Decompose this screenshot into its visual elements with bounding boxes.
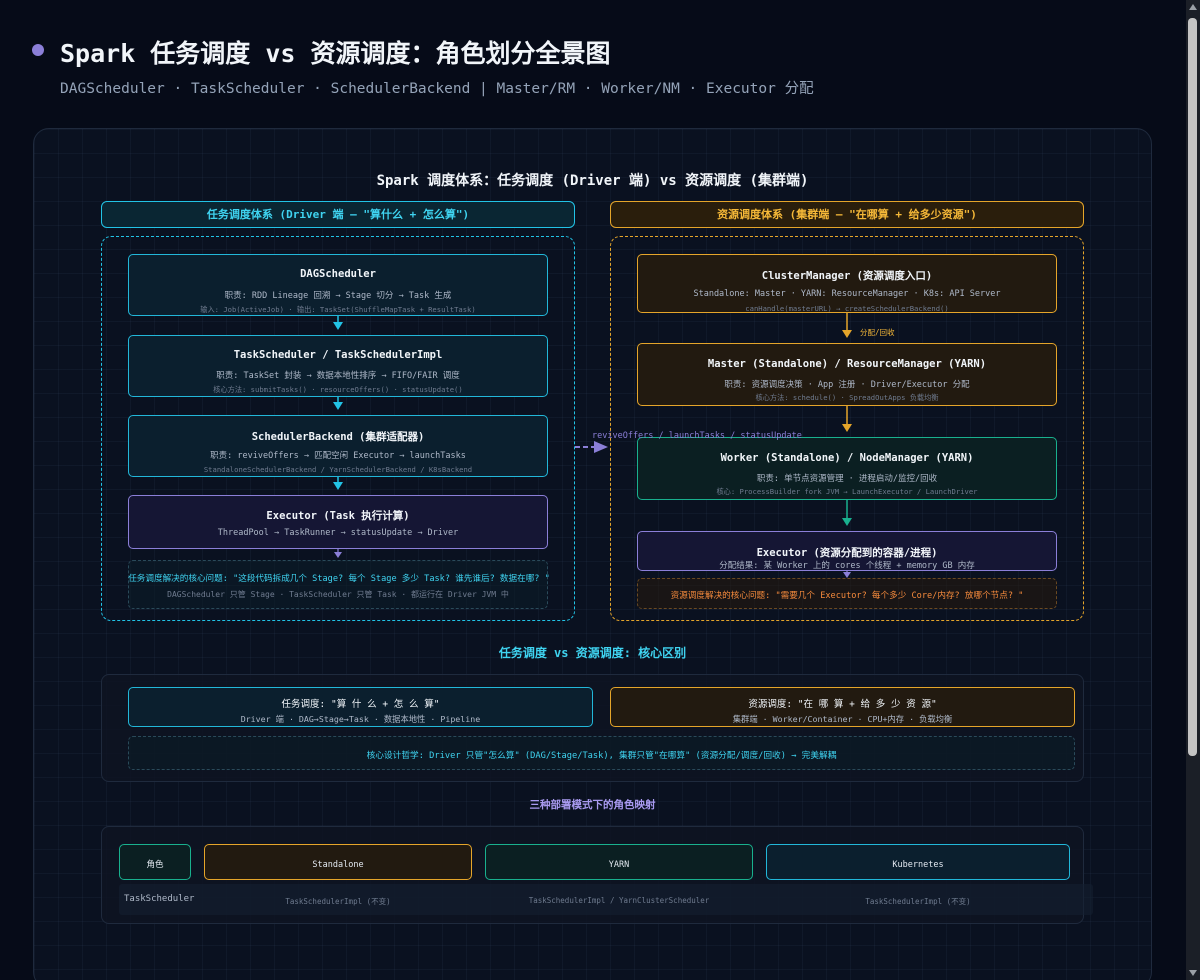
node-title: TaskScheduler / TaskSchedulerImpl	[233, 349, 443, 361]
arrowhead-icon	[842, 330, 852, 338]
node-desc: 分配结果: 某 Worker 上的 cores 个线程 + memory GB …	[719, 561, 975, 571]
master-resourcemanager-node: Master (Standalone) / ResourceManager (Y…	[637, 343, 1057, 406]
clustermanager-node: ClusterManager (资源调度入口) Standalone: Mast…	[637, 254, 1057, 313]
scroll-up-arrow-icon[interactable]	[1189, 4, 1197, 10]
node-desc: 职责: RDD Lineage 回溯 → Stage 切分 → Task 生成	[224, 291, 452, 301]
node-desc: Standalone: Master · YARN: ResourceManag…	[693, 289, 1001, 299]
row-kubernetes: TaskSchedulerImpl (不变)	[865, 897, 971, 906]
summary-title: 任务调度: "算 什 么 + 怎 么 算"	[281, 699, 440, 710]
resource-scheduling-summary: 资源调度: "在 哪 算 + 给 多 少 资 源" 集群端 · Worker/C…	[610, 687, 1075, 727]
mapping-header-kubernetes: Kubernetes	[766, 844, 1070, 880]
mapping-header-yarn: YARN	[485, 844, 753, 880]
scroll-down-arrow-icon[interactable]	[1189, 970, 1197, 976]
allocate-reclaim-label: 分配/回收	[860, 328, 895, 337]
node-title: Executor (资源分配到的容器/进程)	[756, 547, 938, 559]
arrowhead-icon	[334, 552, 342, 558]
arrowhead-icon	[333, 482, 343, 490]
task-scheduling-group	[101, 236, 575, 621]
node-sub: 核心方法: schedule() · SpreadOutApps 负载均衡	[755, 393, 939, 402]
diagram-title: Spark 调度体系：任务调度 (Driver 端) vs 资源调度 (集群端)	[376, 173, 809, 189]
summary-desc: 集群端 · Worker/Container · CPU+内存 · 负载均衡	[732, 714, 953, 724]
arrowhead-icon	[333, 402, 343, 410]
task-scheduling-column-title: 任务调度体系 (Driver 端 — "算什么 + 怎么算")	[101, 201, 575, 228]
table-row: TaskScheduler TaskSchedulerImpl (不变) Tas…	[119, 884, 1093, 915]
comparison-title: 任务调度 vs 资源调度: 核心区别	[498, 646, 687, 660]
node-title: Worker (Standalone) / NodeManager (YARN)	[720, 452, 974, 464]
node-desc: 职责: reviveOffers → 匹配空闲 Executor → launc…	[210, 451, 466, 461]
row-standalone: TaskSchedulerImpl (不变)	[285, 897, 391, 906]
note-title: 任务调度解决的核心问题: "这段代码拆成几个 Stage? 每个 Stage 多…	[128, 574, 550, 584]
taskscheduler-node: TaskScheduler / TaskSchedulerImpl 职责: Ta…	[128, 335, 548, 397]
node-desc: 职责: TaskSet 封装 → 数据本地性排序 → FIFO/FAIR 调度	[216, 371, 460, 381]
mapping-header-role: 角色	[119, 844, 191, 880]
resource-scheduling-note: 资源调度解决的核心问题: "需要几个 Executor? 每个多少 Core/内…	[637, 578, 1057, 609]
node-sub: 核心方法: submitTasks() · resourceOffers() ·…	[213, 385, 463, 394]
mapping-title: 三种部署模式下的角色映射	[529, 799, 656, 811]
note-sub: DAGScheduler 只管 Stage · TaskScheduler 只管…	[167, 590, 509, 599]
arrowhead-icon	[594, 441, 608, 453]
summary-desc: Driver 端 · DAG→Stage→Task · 数据本地性 · Pipe…	[240, 714, 481, 724]
node-sub: canHandle(masterURL) → createSchedulerBa…	[745, 304, 949, 313]
resource-scheduling-column-title: 资源调度体系 (集群端 — "在哪算 + 给多少资源")	[610, 201, 1084, 228]
summary-title: 资源调度: "在 哪 算 + 给 多 少 资 源"	[748, 699, 937, 710]
scrollbar-thumb[interactable]	[1188, 18, 1197, 756]
node-title: DAGScheduler	[300, 268, 376, 280]
mapping-header-standalone: Standalone	[204, 844, 472, 880]
schedulerbackend-node: SchedulerBackend (集群适配器) 职责: reviveOffer…	[128, 415, 548, 477]
page-subtitle: DAGScheduler · TaskScheduler · Scheduler…	[60, 81, 814, 97]
node-desc: ThreadPool → TaskRunner → statusUpdate →…	[217, 528, 459, 538]
arrowhead-icon	[333, 322, 343, 330]
resource-scheduling-group	[610, 236, 1084, 621]
dagscheduler-node: DAGScheduler 职责: RDD Lineage 回溯 → Stage …	[128, 254, 548, 316]
arrowhead-icon	[843, 572, 851, 578]
row-role: TaskScheduler	[124, 894, 195, 904]
node-title: Executor (Task 执行计算)	[266, 510, 410, 522]
node-title: SchedulerBackend (集群适配器)	[251, 431, 425, 443]
note-title: 资源调度解决的核心问题: "需要几个 Executor? 每个多少 Core/内…	[670, 591, 1024, 601]
header-bullet-icon	[32, 44, 44, 56]
design-philosophy-note: 核心设计哲学: Driver 只管"怎么算" (DAG/Stage/Task),…	[128, 736, 1075, 770]
arrowhead-icon	[842, 518, 852, 526]
bridge-label: reviveOffers / launchTasks / statusUpdat…	[592, 431, 802, 441]
node-sub: StandaloneSchedulerBackend / YarnSchedul…	[203, 465, 473, 474]
node-sub: 核心: ProcessBuilder fork JVM → LaunchExec…	[716, 487, 978, 496]
worker-nodemanager-node: Worker (Standalone) / NodeManager (YARN)…	[637, 437, 1057, 500]
node-title: Master (Standalone) / ResourceManager (Y…	[707, 358, 987, 370]
node-desc: 职责: 资源调度决策 · App 注册 · Driver/Executor 分配	[724, 380, 970, 390]
executor-container-node: Executor (资源分配到的容器/进程) 分配结果: 某 Worker 上的…	[637, 531, 1057, 571]
task-scheduling-summary: 任务调度: "算 什 么 + 怎 么 算" Driver 端 · DAG→Sta…	[128, 687, 593, 727]
executor-task-node: Executor (Task 执行计算) ThreadPool → TaskRu…	[128, 495, 548, 549]
row-yarn: TaskSchedulerImpl / YarnClusterScheduler	[528, 896, 710, 905]
node-title: ClusterManager (资源调度入口)	[761, 270, 933, 282]
arrowhead-icon	[842, 424, 852, 432]
node-desc: 职责: 单节点资源管理 · 进程启动/监控/回收	[756, 474, 938, 484]
philosophy-text: 核心设计哲学: Driver 只管"怎么算" (DAG/Stage/Task),…	[366, 751, 837, 761]
node-sub: 输入: Job(ActiveJob) · 输出: TaskSet(Shuffle…	[200, 305, 476, 314]
page-title: Spark 任务调度 vs 资源调度：角色划分全景图	[60, 39, 611, 68]
task-scheduling-note: 任务调度解决的核心问题: "这段代码拆成几个 Stage? 每个 Stage 多…	[128, 560, 550, 609]
